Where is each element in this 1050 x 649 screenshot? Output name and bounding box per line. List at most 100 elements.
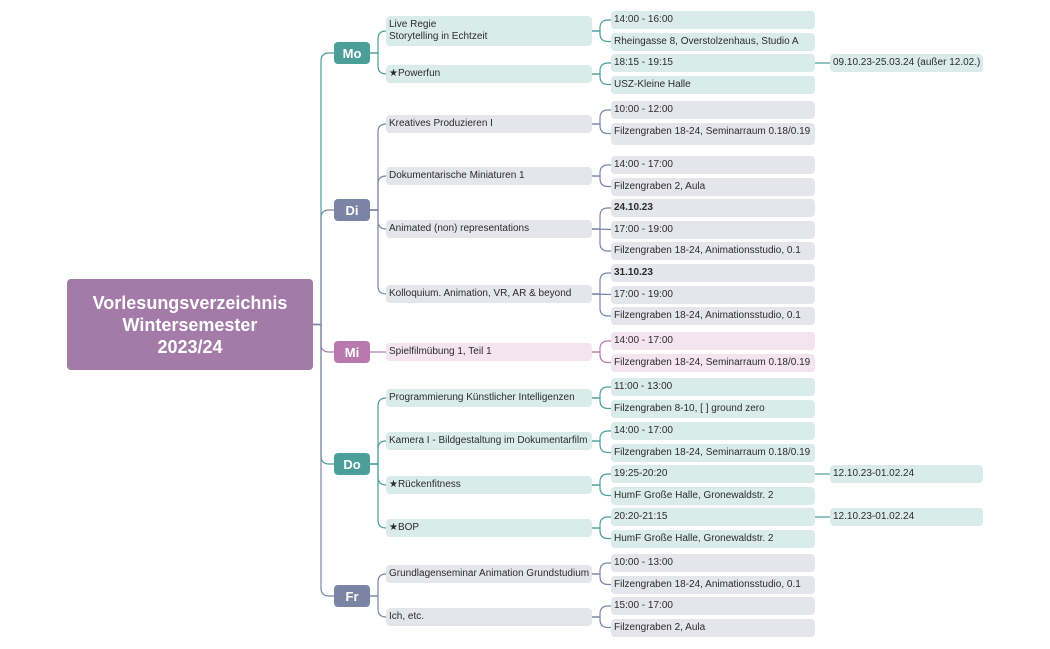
detail-node[interactable]: Filzengraben 2, Aula xyxy=(611,618,815,637)
detail-text: Filzengraben 2, Aula xyxy=(614,180,706,192)
detail-node[interactable]: 17:00 - 19:00 xyxy=(611,285,815,304)
detail-node[interactable]: Filzengraben 18-24, Animationsstudio, 0.… xyxy=(611,307,815,325)
root-title-line-1: Vorlesungsverzeichnis xyxy=(92,292,288,313)
course-node[interactable]: Kamera I - Bildgestaltung im Dokumentarf… xyxy=(386,432,592,450)
detail-text: Filzengraben 18-24, Animationsstudio, 0.… xyxy=(614,310,801,321)
detail-text: 20:20-21:15 xyxy=(614,511,668,522)
detail-node-time[interactable]: 19:25-20:20 xyxy=(611,465,815,483)
course-node[interactable]: Dokumentarische Miniaturen 1 xyxy=(386,167,592,185)
detail-node[interactable]: Filzengraben 18-24, Seminarraum 0.18/0.1… xyxy=(611,353,815,372)
course-to-detail-connector xyxy=(592,386,611,399)
course-node[interactable]: Kolloquium. Animation, VR, AR & beyond xyxy=(386,285,592,303)
detail-node-time[interactable]: 10:00 - 13:00 xyxy=(611,554,815,572)
detail-node[interactable]: 17:00 - 19:00 xyxy=(611,220,815,239)
detail-node[interactable]: Filzengraben 2, Aula xyxy=(611,177,815,196)
day-label: Di xyxy=(345,202,359,218)
detail-text: Filzengraben 2, Aula xyxy=(614,621,706,633)
course-node[interactable]: ★Powerfun xyxy=(386,65,592,83)
course-to-detail-connector xyxy=(592,440,611,454)
course-title-line: ★BOP xyxy=(389,522,420,533)
detail-node-time[interactable]: 14:00 - 17:00 xyxy=(611,422,815,440)
detail-node[interactable]: Filzengraben 18-24, Animationsstudio, 0.… xyxy=(611,575,815,594)
root-title-line-3: 2023/24 xyxy=(157,336,223,357)
detail-node[interactable]: Rheingasse 8, Overstolzenhaus, Studio A xyxy=(611,32,815,51)
course-title-line: Programmierung Künstlicher Intelligenzen xyxy=(389,392,575,403)
detail-text: 17:00 - 19:00 xyxy=(614,288,673,300)
course-title-line: Kreatives Produzieren I xyxy=(389,118,493,129)
course-to-detail-connector xyxy=(592,293,611,317)
detail-text: 14:00 - 17:00 xyxy=(614,425,673,436)
root-to-day-connector xyxy=(313,323,334,597)
course-to-detail-connector xyxy=(592,19,611,32)
root-to-day-connector xyxy=(313,323,334,465)
day-node-do[interactable]: Do xyxy=(334,453,370,475)
date-range-note[interactable]: 09.10.23-25.03.24 (außer 12.02.) xyxy=(830,54,983,72)
day-node-mo[interactable]: Mo xyxy=(334,42,370,64)
detail-text: 14:00 - 17:00 xyxy=(614,335,673,346)
detail-node-time[interactable]: 11:00 - 13:00 xyxy=(611,378,815,396)
detail-text: Filzengraben 18-24, Animationsstudio, 0.… xyxy=(614,578,801,590)
course-to-detail-connector xyxy=(592,484,611,497)
course-to-detail-connector xyxy=(592,30,611,43)
detail-node[interactable]: Filzengraben 8-10, [ ] ground zero xyxy=(611,399,815,418)
date-range-text: 12.10.23-01.02.24 xyxy=(833,468,915,479)
course-to-detail-connector xyxy=(592,351,611,364)
detail-text: 18:15 - 19:15 xyxy=(614,57,673,68)
course-node[interactable]: Spielfilmübung 1, Teil 1 xyxy=(386,343,592,361)
course-title-line: Grundlagenseminar Animation Grundstudium xyxy=(389,568,590,579)
detail-node[interactable]: HumF Große Halle, Gronewaldstr. 2 xyxy=(611,486,815,505)
course-node[interactable]: Ich, etc. xyxy=(386,608,592,626)
course-title-line: Animated (non) representations xyxy=(389,223,530,234)
day-node-fr[interactable]: Fr xyxy=(334,585,370,607)
detail-text: 24.10.23 xyxy=(614,202,653,213)
mindmap-root-node[interactable]: Vorlesungsverzeichnis Wintersemester 202… xyxy=(67,279,313,370)
detail-node-time[interactable]: 18:15 - 19:15 xyxy=(611,54,815,72)
detail-node-time[interactable]: 20:20-21:15 xyxy=(611,508,815,526)
detail-node[interactable]: Filzengraben 18-24, Animationsstudio, 0.… xyxy=(611,242,815,260)
detail-text: 19:25-20:20 xyxy=(614,468,668,479)
course-node[interactable]: Kreatives Produzieren I xyxy=(386,115,592,133)
day-label: Do xyxy=(343,456,361,472)
detail-node-time[interactable]: 15:00 - 17:00 xyxy=(611,597,815,615)
course-to-detail-connector xyxy=(592,397,611,410)
course-node[interactable]: ★Rückenfitness xyxy=(386,476,592,494)
detail-node-time[interactable]: 14:00 - 17:00 xyxy=(611,332,815,350)
detail-node-time[interactable]: 14:00 - 17:00 xyxy=(611,156,815,174)
course-node[interactable]: ★BOP xyxy=(386,519,592,537)
day-node-di[interactable]: Di xyxy=(334,199,370,221)
date-range-note[interactable]: 12.10.23-01.02.24 xyxy=(830,508,983,526)
root-to-day-connector xyxy=(313,52,334,326)
course-node[interactable]: Programmierung Künstlicher Intelligenzen xyxy=(386,389,592,407)
detail-node[interactable]: Filzengraben 18-24, Seminarraum 0.18/0.1… xyxy=(611,443,815,462)
date-range-note[interactable]: 12.10.23-01.02.24 xyxy=(830,465,983,483)
detail-node-time[interactable]: 14:00 - 16:00 xyxy=(611,11,815,29)
course-title-line: Kamera I - Bildgestaltung im Dokumentarf… xyxy=(389,435,588,446)
day-to-course-connector xyxy=(370,175,387,211)
course-to-detail-connector xyxy=(592,430,611,442)
detail-node-time[interactable]: 24.10.23 xyxy=(611,199,815,217)
day-node-mi[interactable]: Mi xyxy=(334,341,370,363)
day-to-course-connector xyxy=(370,573,387,597)
course-to-detail-connector xyxy=(592,175,611,188)
detail-text: Filzengraben 18-24, Animationsstudio, 0.… xyxy=(614,245,801,256)
detail-text: 10:00 - 12:00 xyxy=(614,104,673,115)
detail-text: Filzengraben 8-10, [ ] ground zero xyxy=(614,402,765,414)
detail-node-time[interactable]: 10:00 - 12:00 xyxy=(611,101,815,119)
day-to-course-connector xyxy=(370,463,387,529)
course-to-detail-connector xyxy=(592,562,611,575)
course-to-detail-connector xyxy=(592,473,611,486)
detail-node[interactable]: Filzengraben 18-24, Seminarraum 0.18/0.1… xyxy=(611,122,815,145)
day-to-course-connector xyxy=(370,30,387,54)
detail-node-time[interactable]: 31.10.23 xyxy=(611,264,815,282)
course-to-detail-connector xyxy=(592,123,611,135)
detail-text: 31.10.23 xyxy=(614,267,653,278)
detail-node[interactable]: HumF Große Halle, Gronewaldstr. 2 xyxy=(611,529,815,548)
course-node[interactable]: Animated (non) representations xyxy=(386,220,592,238)
course-node[interactable]: Grundlagenseminar Animation Grundstudium xyxy=(386,565,592,583)
detail-text: 10:00 - 13:00 xyxy=(614,557,673,568)
course-to-detail-connector xyxy=(592,605,611,618)
detail-text: Rheingasse 8, Overstolzenhaus, Studio A xyxy=(614,35,799,47)
detail-text: 17:00 - 19:00 xyxy=(614,223,673,235)
detail-node[interactable]: USZ-Kleine Halle xyxy=(611,75,815,94)
